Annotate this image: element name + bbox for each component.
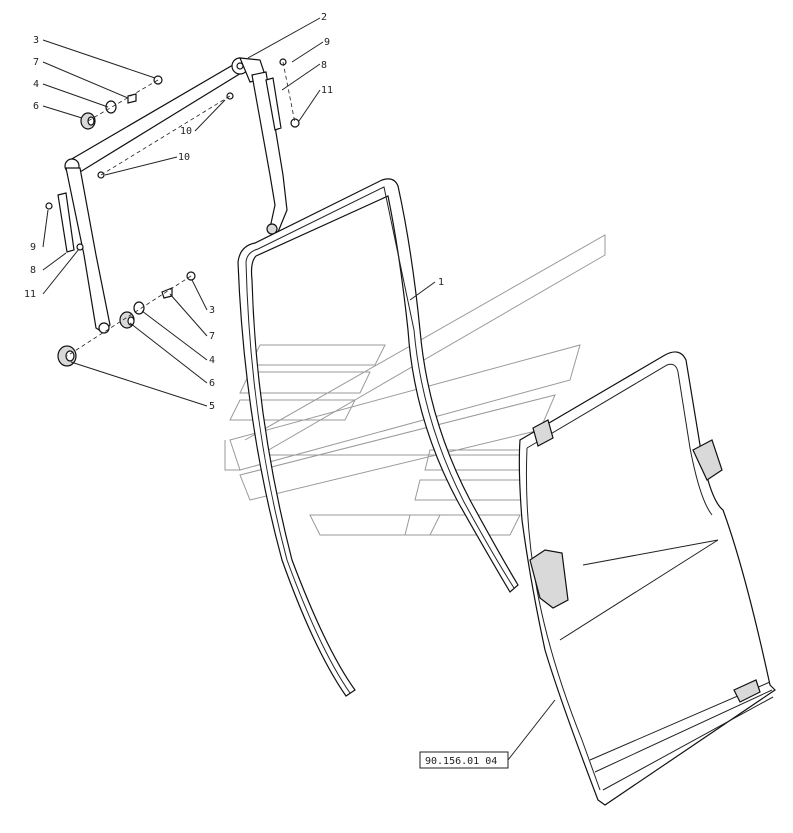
upper-gas-strut — [265, 77, 282, 131]
callout-2: 2 — [321, 12, 327, 23]
callout-10-lower: 10 — [178, 152, 190, 163]
callout-11-lower: 11 — [24, 289, 36, 300]
reference-code-box: 90.156.01 04 — [419, 751, 509, 769]
callout-4-lower: 4 — [209, 355, 215, 366]
assembly-axes — [66, 61, 296, 357]
callout-3-lower: 3 — [209, 305, 215, 316]
callout-9-lower: 9 — [30, 242, 36, 253]
callout-7-upper: 7 — [33, 57, 39, 68]
callout-labels: 3 2 9 7 8 4 11 6 10 10 9 8 11 1 3 7 4 6 … — [24, 12, 444, 412]
callout-7-lower: 7 — [209, 331, 215, 342]
callout-8-lower: 8 — [30, 265, 36, 276]
callout-5: 5 — [209, 401, 215, 412]
reference-code-text: 90.156.01 04 — [425, 756, 497, 767]
door-frame-part — [518, 351, 776, 806]
leader-lines — [42, 17, 556, 761]
callout-9-upper: 9 — [324, 37, 330, 48]
door-seal-part — [237, 178, 519, 697]
callout-6-upper: 6 — [33, 101, 39, 112]
callout-6-lower: 6 — [209, 378, 215, 389]
lower-hardware — [57, 271, 196, 367]
callout-8-upper: 8 — [321, 60, 327, 71]
callout-4-upper: 4 — [33, 79, 39, 90]
callout-11-upper: 11 — [321, 85, 333, 96]
callout-3-upper: 3 — [33, 35, 39, 46]
callout-10-upper: 10 — [180, 126, 192, 137]
lower-gas-strut — [45, 192, 75, 253]
upper-link-part — [64, 57, 267, 174]
callout-1: 1 — [438, 277, 444, 288]
